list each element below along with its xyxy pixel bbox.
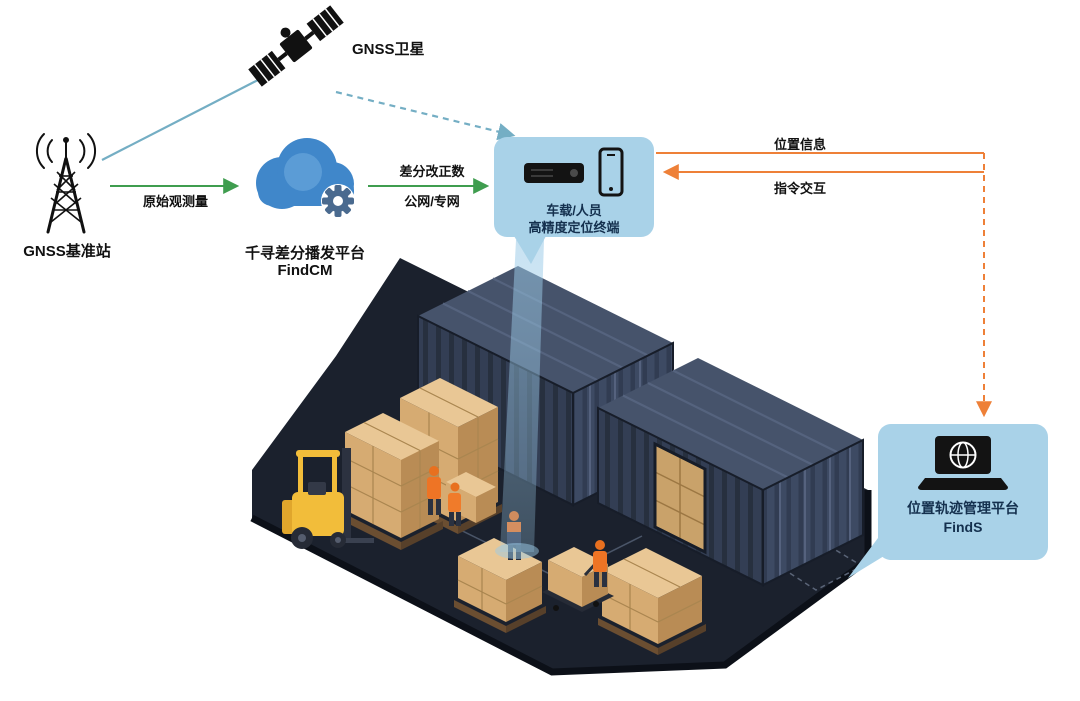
raw-observation-label: 原始观测量 xyxy=(142,194,208,209)
base-station-label: GNSS基准站 xyxy=(23,243,111,260)
satellite-label: GNSS卫星 xyxy=(352,41,425,58)
warehouse-floor-edge xyxy=(250,490,872,676)
beam-spot xyxy=(495,543,539,559)
cloud-gear-icon xyxy=(256,138,355,218)
receiver-icon xyxy=(523,163,584,183)
correction-label-1: 差分改正数 xyxy=(399,164,465,179)
worker-4 xyxy=(593,540,607,587)
gear-icon xyxy=(321,184,355,218)
terminal-icons xyxy=(523,147,626,199)
terminal-label-1: 车载/人员 xyxy=(546,203,602,218)
radio-tower-icon xyxy=(35,133,97,234)
laptop-globe-icon xyxy=(918,436,1008,490)
terminal-label-2: 高精度定位终端 xyxy=(528,219,620,235)
crate-center xyxy=(454,538,546,633)
finds-product: FindS xyxy=(943,518,983,535)
container-open-door xyxy=(653,441,707,555)
position-info-label: 位置信息 xyxy=(773,137,826,152)
finds-card: 位置轨迹管理平台 FindS xyxy=(878,424,1048,560)
worker-2 xyxy=(448,482,461,526)
shipping-container-right xyxy=(597,358,864,587)
smartphone-icon xyxy=(598,147,623,197)
cloud-platform-product: FindCM xyxy=(277,262,333,279)
pallet-stack-front xyxy=(341,413,443,550)
satellite-station-link xyxy=(101,79,259,161)
terminal-callout-tail xyxy=(514,236,546,264)
terminal-card: 车载/人员 高精度定位终端 xyxy=(494,137,654,237)
finds-name: 位置轨迹管理平台 xyxy=(907,500,1019,516)
forklift xyxy=(282,448,374,549)
correction-label-2: 公网/专网 xyxy=(404,194,460,209)
warehouse-illustration xyxy=(250,240,872,676)
cloud-platform-name: 千寻差分播发平台 xyxy=(244,245,365,262)
positioning-beam xyxy=(500,240,544,552)
satellite-icon xyxy=(248,5,344,87)
crate-right xyxy=(598,548,706,655)
finds-callout-tail xyxy=(848,530,884,578)
command-label: 指令交互 xyxy=(773,181,826,196)
worker-1 xyxy=(427,466,441,515)
satellite-terminal-link xyxy=(335,90,516,141)
